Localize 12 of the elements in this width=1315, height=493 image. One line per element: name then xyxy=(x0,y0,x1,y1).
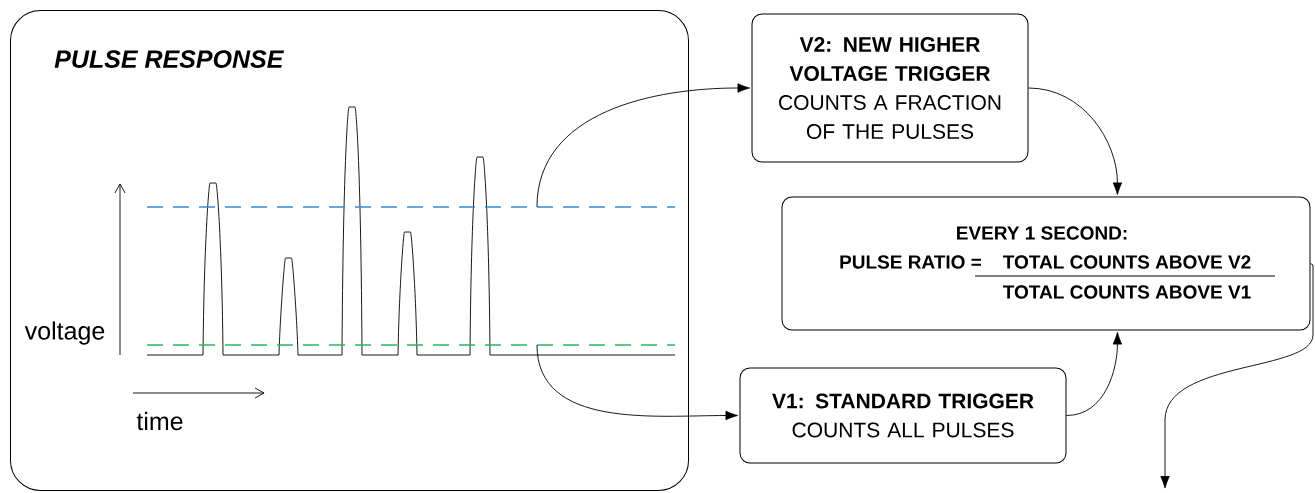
arrow xyxy=(536,344,739,421)
threshold-line xyxy=(146,344,676,346)
process-box: V2: NEW HIGHER VOLTAGE TRIGGER COUNTS A FRACTION OF THE PULSES xyxy=(751,13,1029,163)
axis-label: voltage xyxy=(24,321,105,345)
arrow xyxy=(1028,87,1123,195)
threshold-line xyxy=(146,206,676,208)
axis-label: time xyxy=(136,411,183,431)
process-box: V1: STANDARD TRIGGER COUNTS ALL PULSES xyxy=(739,367,1067,464)
arrow xyxy=(1066,332,1123,416)
arrow xyxy=(536,83,750,208)
arrow xyxy=(1160,263,1314,489)
formula-box: EVERY 1 SECOND: PULSE RATIO = TOTAL COUNTS ABOVE V2 TOTAL COUNTS ABOVE V1 xyxy=(781,196,1311,331)
